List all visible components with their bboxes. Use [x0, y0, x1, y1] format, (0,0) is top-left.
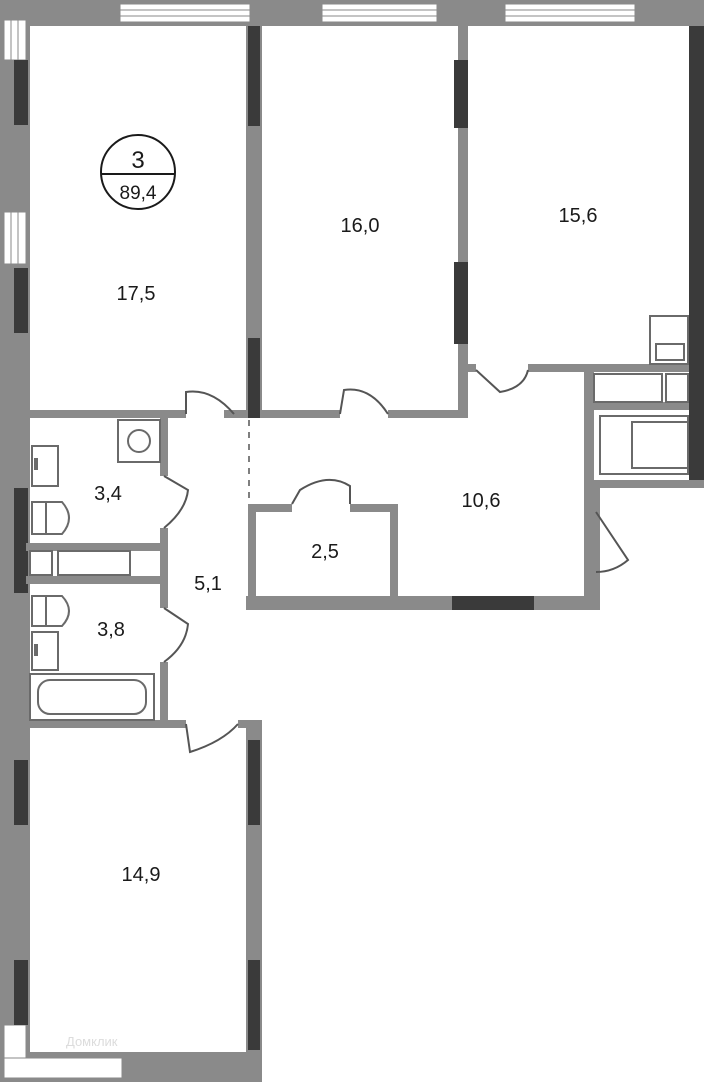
- door-bedroom-bottom: [185, 723, 239, 754]
- wall-segment: [14, 760, 28, 825]
- room-area-label: 5,1: [194, 573, 222, 595]
- wall-int: [26, 410, 186, 418]
- wall-int: [238, 720, 262, 728]
- wall-int: [458, 26, 468, 416]
- wall-int: [260, 410, 340, 418]
- wall-int: [528, 364, 689, 372]
- door-bath-lower: [163, 607, 190, 663]
- wall-int: [160, 528, 168, 608]
- wall-hall-right: [584, 488, 600, 610]
- sink-lower: [31, 631, 59, 671]
- apartment-badge: 3 89,4: [100, 134, 176, 210]
- room-area-label: 10,6: [462, 490, 501, 512]
- wall-hall-bottom: [246, 596, 600, 610]
- door-bedroom-15: [475, 369, 529, 394]
- shelf-upper: [29, 550, 131, 576]
- wall-int-dark: [248, 338, 260, 418]
- wall-int: [160, 662, 168, 724]
- door-bedroom-16: [339, 388, 389, 415]
- wall-int: [388, 410, 468, 418]
- room-area-label: 3,4: [94, 483, 122, 505]
- room-area-label: 16,0: [341, 215, 380, 237]
- wall-int-dark: [454, 60, 468, 128]
- window-top-3: [504, 3, 636, 23]
- sink-corner: [649, 315, 689, 365]
- wall-segment: [14, 488, 28, 593]
- wall-storage: [390, 504, 398, 600]
- wall-int-dark: [454, 262, 468, 344]
- room-area-label: 15,6: [559, 205, 598, 227]
- total-area: 89,4: [120, 183, 157, 204]
- rooms-count: 3: [131, 147, 144, 174]
- wall-right-dark: [689, 26, 704, 488]
- bathtub: [29, 673, 155, 721]
- washing-machine: [117, 419, 161, 463]
- door-storage: [291, 479, 351, 505]
- toilet-upper: [31, 501, 70, 535]
- room-area-label: 14,9: [122, 864, 161, 886]
- wall-hall-right-top: [584, 480, 704, 488]
- wall-segment: [14, 268, 28, 333]
- window-top-2: [321, 3, 438, 23]
- room-area-label: 3,8: [97, 619, 125, 641]
- wall-segment: [452, 596, 534, 610]
- wardrobe-top: [593, 373, 689, 403]
- wall-segment: [14, 60, 28, 125]
- wall-segment: [14, 960, 28, 1025]
- wall-int: [26, 720, 186, 728]
- wall-int: [584, 402, 689, 410]
- wall-segment: [248, 740, 260, 825]
- wall-int: [26, 543, 168, 551]
- door-entrance: [595, 511, 630, 573]
- sink-upper: [31, 445, 59, 487]
- wall-storage: [350, 504, 398, 512]
- window-top-1: [119, 3, 251, 23]
- window-left-1: [3, 19, 27, 61]
- wall-int-dark: [248, 26, 260, 126]
- window-left-2: [3, 211, 27, 265]
- watermark: Домклик: [66, 1034, 118, 1049]
- wall-int: [584, 372, 594, 482]
- wall-int: [26, 576, 168, 584]
- wall-storage: [248, 504, 292, 512]
- door-bath-upper: [163, 475, 190, 529]
- toilet-lower: [31, 595, 70, 627]
- room-area-label: 17,5: [117, 283, 156, 305]
- wall-int: [224, 410, 248, 418]
- room-area-label: 2,5: [311, 541, 339, 563]
- wall-int: [464, 364, 476, 372]
- wall-segment: [248, 960, 260, 1050]
- window-bottom: [3, 1024, 123, 1080]
- door-bedroom-17: [185, 390, 235, 415]
- wall-storage: [248, 504, 256, 600]
- wall-int: [160, 418, 168, 476]
- wardrobe-bottom: [599, 415, 689, 475]
